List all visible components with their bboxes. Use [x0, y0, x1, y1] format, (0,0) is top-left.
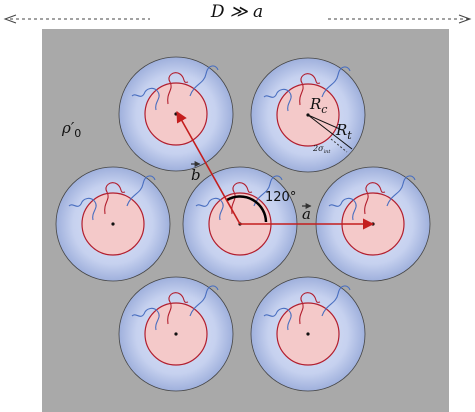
total-radius-subscript: t	[347, 129, 352, 142]
vector-b-label: b	[191, 164, 201, 184]
micelle-bottom-right	[251, 277, 365, 391]
page-title: D ≫ a	[210, 2, 263, 22]
density-subscript: 0	[74, 127, 81, 140]
vector-b-letter: b	[191, 166, 201, 184]
micelle-middle-left	[56, 167, 170, 281]
micelle-center-dot	[306, 332, 309, 335]
header-dimension: D ≫ a	[5, 2, 470, 32]
micelle-bottom-left	[119, 277, 233, 391]
micelle-center-dot	[111, 222, 114, 225]
vector-a-label: a	[302, 205, 311, 223]
angle-label: 120°	[265, 190, 296, 205]
density-symbol: ρ′	[61, 119, 75, 137]
core-radius-symbol: R	[309, 95, 321, 113]
total-radius-symbol: R	[335, 121, 347, 139]
core-radius-subscript: c	[321, 103, 327, 116]
micelle-top-left	[119, 57, 233, 171]
interface-subscript: int	[324, 149, 332, 155]
vector-a-letter: a	[302, 205, 311, 223]
micelle-center-dot	[174, 332, 177, 335]
interface-symbol: 2σ	[312, 144, 324, 153]
